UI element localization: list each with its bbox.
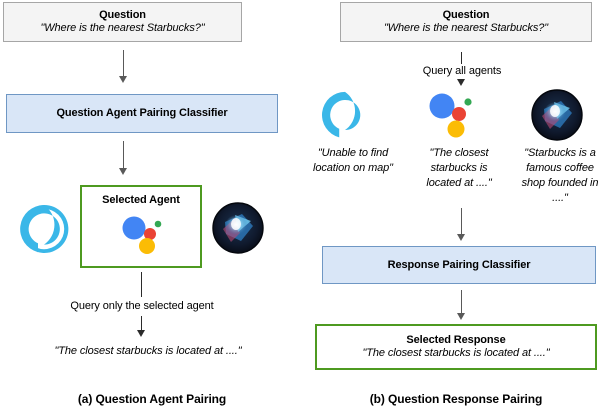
selected-agent-title: Selected Agent [102, 194, 180, 206]
agent-response-alexa: "Unable to find location on map" [313, 147, 393, 174]
panel-caption-a: (a) Question Agent Pairing [77, 392, 227, 406]
panel-question-agent-pairing: Question "Where is the nearest Starbucks… [3, 2, 278, 406]
query-all-agents-label: Query all agents [422, 65, 502, 77]
question-agent-pairing-classifier-box: Question Agent Pairing Classifier [6, 94, 278, 133]
arrow-head [119, 168, 127, 175]
arrow-head-query-to-response-a [137, 330, 145, 337]
arrow-shaft [460, 290, 462, 314]
selected-response-text: "The closest starbucks is located at ...… [362, 347, 550, 359]
agent-response-a: "The closest starbucks is located at ...… [54, 345, 242, 357]
arrow-shaft-question-to-agents-b [461, 52, 462, 64]
agent-response-siri: "Starbucks is a famous coffee shop found… [521, 147, 599, 204]
siri-icon [530, 88, 584, 142]
classifier-label-a: Question Agent Pairing Classifier [56, 107, 228, 119]
query-label-a: Query only the selected agent [70, 300, 214, 312]
classifier-label-b: Response Pairing Classifier [387, 258, 531, 271]
panel-question-response-pairing: Question "Where is the nearest Starbucks… [304, 0, 608, 416]
google-assistant-icon [426, 90, 476, 138]
alexa-icon [318, 88, 372, 142]
alexa-icon [16, 201, 72, 257]
arrow-head-question-to-agents-b [457, 79, 465, 86]
question-title-a: Question [99, 9, 146, 21]
arrow-head [457, 234, 465, 241]
question-text-b: "Where is the nearest Starbucks?" [383, 22, 549, 34]
question-box-a: Question "Where is the nearest Starbucks… [3, 2, 242, 42]
question-title-b: Question [442, 9, 490, 21]
arrow-shaft [122, 50, 124, 77]
arrow-head [119, 76, 127, 83]
arrow-classifier-to-selected-a [118, 141, 128, 175]
question-text-a: "Where is the nearest Starbucks?" [40, 22, 205, 34]
arrow-shaft-query-to-response-a [141, 316, 142, 331]
arrow-question-to-classifier-a [118, 50, 128, 83]
google-assistant-icon [117, 213, 165, 255]
arrow-shaft [460, 208, 462, 235]
selected-response-title: Selected Response [406, 334, 506, 346]
question-box-b: Question "Where is the nearest Starbucks… [340, 2, 592, 42]
response-pairing-classifier-box: Response Pairing Classifier [322, 246, 596, 284]
arrow-shaft-selected-to-query-a [141, 272, 142, 297]
arrow-head [457, 313, 465, 320]
siri-icon [211, 201, 265, 255]
arrow-classifier-to-selected-b [456, 290, 466, 320]
selected-agent-box: Selected Agent [80, 185, 202, 268]
arrow-shaft [122, 141, 124, 169]
agent-response-google: "The closest starbucks is located at ...… [426, 147, 492, 189]
arrow-responses-to-classifier-b [456, 208, 466, 241]
selected-response-box: Selected Response "The closest starbucks… [315, 324, 597, 370]
panel-caption-b: (b) Question Response Pairing [369, 392, 543, 406]
